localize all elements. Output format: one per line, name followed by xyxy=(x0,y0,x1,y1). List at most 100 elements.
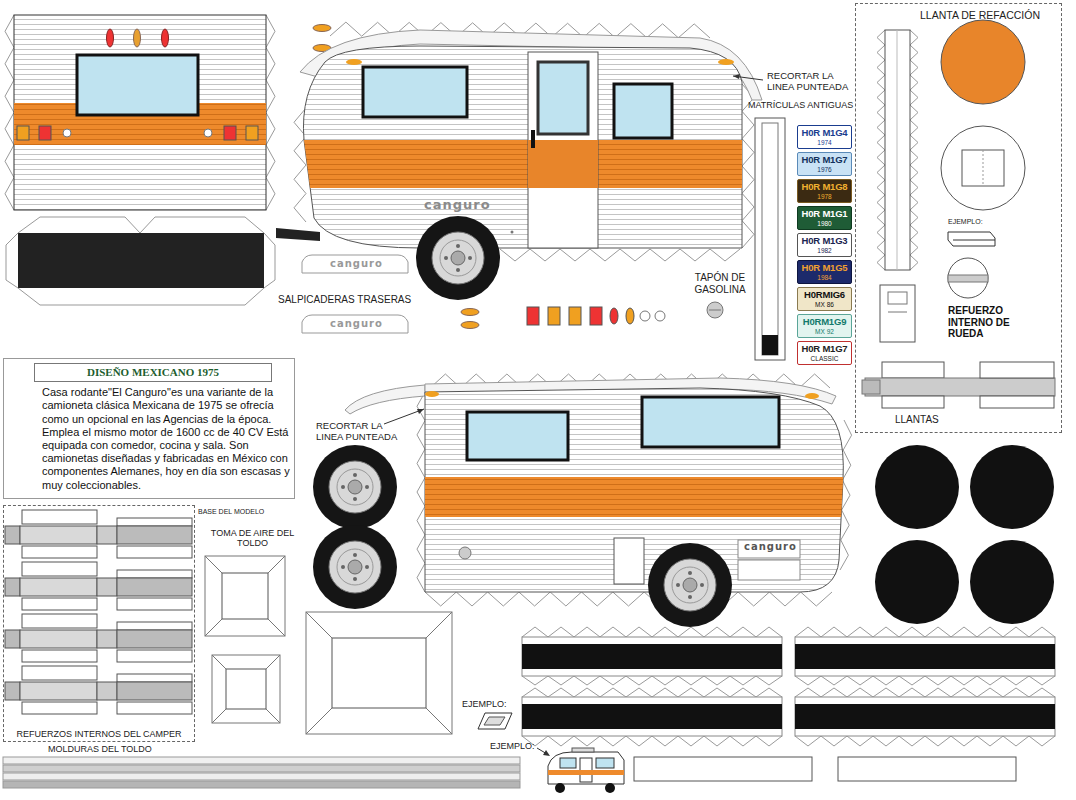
drawing-part xyxy=(882,362,944,378)
part-label: EJEMPLO: xyxy=(490,741,540,751)
drawing-part xyxy=(980,396,1054,408)
drawing-part xyxy=(332,638,426,708)
drawing-part xyxy=(222,573,268,619)
drawing-part xyxy=(425,477,845,517)
drawing-part xyxy=(610,308,618,324)
drawing-part xyxy=(467,412,568,460)
drawing-part xyxy=(614,538,644,584)
drawing-part xyxy=(3,757,520,764)
drawing-part xyxy=(313,525,397,609)
license-plate: H0RMIG6MX 86 xyxy=(797,287,852,311)
drawing-part xyxy=(953,240,995,241)
plate-year: 1984 xyxy=(798,274,851,282)
glue-tabs xyxy=(417,392,425,592)
drawing-part xyxy=(384,409,424,424)
drawing-part xyxy=(522,704,782,729)
drawing-part xyxy=(548,770,624,775)
plate-year: 1976 xyxy=(798,166,851,174)
drawing-part xyxy=(709,310,721,311)
part-label: RECORTAR LA LINEA PUNTEADA xyxy=(767,71,853,93)
drawing-part xyxy=(865,378,1055,396)
plate-year: 1978 xyxy=(798,193,851,201)
drawing-part xyxy=(425,391,439,397)
drawing-part xyxy=(738,560,800,580)
drawing-part xyxy=(363,67,467,117)
drawing-part xyxy=(107,29,114,47)
plate-number: H0RMIG6 xyxy=(798,289,851,301)
drawing-part xyxy=(707,302,723,318)
drawing-part xyxy=(948,275,988,282)
drawing-part xyxy=(39,126,51,140)
drawing-part xyxy=(522,697,782,736)
part-label: RECORTAR LA LINEA PUNTEADA xyxy=(316,421,406,443)
drawing-part xyxy=(528,52,598,248)
drawing-part xyxy=(313,25,331,32)
drawing-part xyxy=(875,445,959,529)
plate-year: 1980 xyxy=(798,220,851,228)
glue-tabs xyxy=(795,736,1055,746)
drawing-part xyxy=(528,140,598,188)
drawing-part xyxy=(246,126,258,140)
drawing-part xyxy=(224,126,236,140)
drawing-part xyxy=(795,704,1055,729)
side-view-left xyxy=(276,25,763,301)
drawing-part xyxy=(5,666,192,714)
drawing-part xyxy=(795,697,1055,736)
drawing-part xyxy=(634,757,812,781)
plate-number: H0RM1G9 xyxy=(798,316,851,328)
info-box: DISEÑO MEXICANO 1975Casa rodante"El Cang… xyxy=(3,358,295,499)
drawing-part xyxy=(276,228,320,241)
drawing-part xyxy=(642,397,779,447)
drawing-part xyxy=(762,335,778,355)
drawing-part xyxy=(555,783,565,793)
drawing-part xyxy=(733,74,740,79)
glue-tabs xyxy=(522,688,782,697)
drawing-part xyxy=(755,118,785,360)
drawing-part xyxy=(300,140,745,188)
plate-number: H0R M1G5 xyxy=(798,262,851,274)
drawing-part xyxy=(888,312,907,313)
drawing-part xyxy=(718,59,734,65)
drawing-part xyxy=(795,637,1055,676)
drawing-part xyxy=(762,123,778,355)
glue-tabs xyxy=(5,15,14,210)
part-label: TAPÓN DE GASOLINA xyxy=(690,272,750,295)
drawing-part xyxy=(3,773,520,780)
drawing-part xyxy=(205,556,285,636)
drawing-part xyxy=(511,231,514,234)
glue-tabs xyxy=(522,676,782,685)
loose-parts xyxy=(302,118,785,360)
drawing-part xyxy=(345,385,425,414)
drawing-part xyxy=(626,308,634,324)
drawing-part xyxy=(461,322,479,329)
panel-title: LLANTA DE REFACCIÓN xyxy=(920,9,1040,21)
license-plate: H0R M1G41974 xyxy=(797,125,852,149)
glue-tabs xyxy=(795,627,1055,637)
part-label: MOLDURAS DEL TOLDO xyxy=(48,744,208,754)
drawing-part xyxy=(640,311,650,321)
drawing-part xyxy=(461,309,479,316)
drawing-part xyxy=(77,55,198,115)
drawing-part xyxy=(941,126,1025,210)
drawing-part xyxy=(738,540,800,558)
drawing-part xyxy=(560,758,576,768)
plate-number: H0R M1G8 xyxy=(798,181,851,193)
drawing-part xyxy=(962,150,1004,186)
drawing-part xyxy=(543,750,550,756)
license-plate: H0R M1G81978 xyxy=(797,179,852,203)
drawing-part xyxy=(572,748,594,752)
spare-tire-parts xyxy=(862,20,1055,408)
info-text: Casa rodante"El Canguro"es una variante … xyxy=(34,386,292,492)
drawing-part xyxy=(14,15,266,210)
plate-number: H0R M1G7 xyxy=(798,343,851,355)
glue-tabs xyxy=(877,30,885,270)
drawing-part xyxy=(302,255,408,273)
drawing-part xyxy=(17,126,29,140)
drawing-part xyxy=(416,216,500,300)
drawing-part xyxy=(888,292,907,304)
drawing-part xyxy=(569,307,581,325)
drawing-part xyxy=(648,543,732,627)
drawing-part xyxy=(538,62,588,134)
rear-view xyxy=(6,15,275,305)
